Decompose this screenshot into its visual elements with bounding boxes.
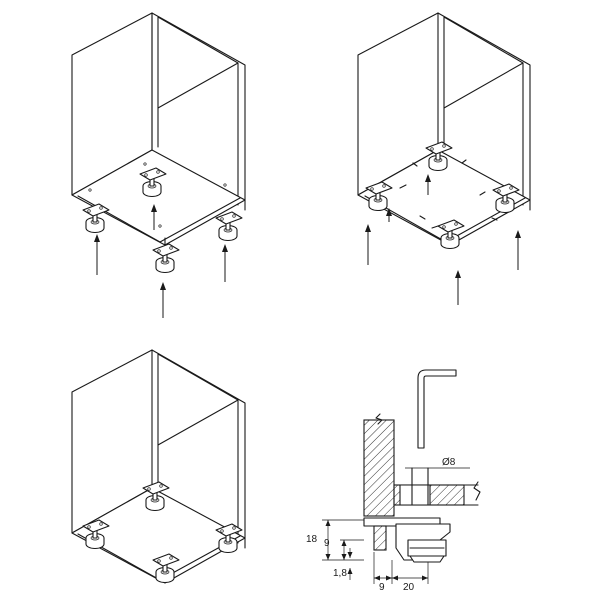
side-panel [363, 419, 395, 517]
section-detail: Ø8 18 9 1,8 9 20 [306, 369, 481, 593]
dimension-18: 18 [306, 534, 318, 545]
dimension-9-vertical: 9 [324, 538, 330, 549]
cabinet-step-2 [357, 12, 531, 305]
dimension-9-horizontal: 9 [379, 582, 385, 593]
cabinet-step-3 [71, 349, 246, 584]
dimension-20: 20 [403, 582, 415, 593]
cabinet-step-1 [71, 12, 246, 318]
foot-1c [215, 211, 243, 242]
dimension-1-8: 1,8 [333, 568, 347, 579]
screw-icon [399, 159, 498, 229]
foot-1d [152, 243, 180, 274]
arrow-icon [94, 204, 228, 318]
diameter-label: Ø8 [442, 457, 456, 468]
foot-1a [82, 203, 110, 234]
hex-key-icon [417, 369, 457, 449]
arrow-icon [365, 174, 521, 305]
